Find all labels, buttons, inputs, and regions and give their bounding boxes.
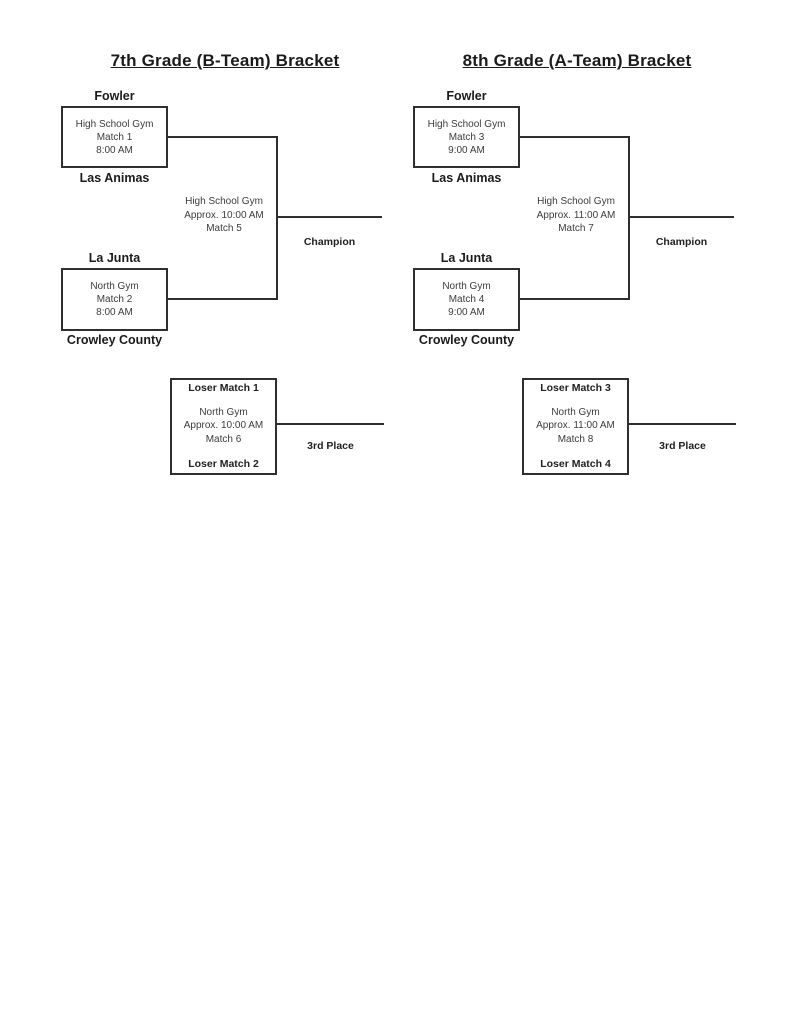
third-place-line	[277, 423, 384, 425]
third-place-details: North Gym Approx. 11:00 AM Match 8	[524, 406, 627, 447]
semifinal1-bottom-team: Las Animas	[431, 171, 502, 185]
semifinal2-match-number: Match 4	[448, 294, 485, 305]
connector-line-vertical	[276, 136, 278, 300]
final-match-number: Match 5	[206, 223, 242, 234]
semifinal2-bottom-team: Crowley County	[418, 333, 515, 347]
semifinal2-venue: North Gym	[90, 281, 139, 292]
semifinal1-venue: High School Gym	[75, 118, 154, 130]
final-match-details: High School Gym Approx. 10:00 AM Match 5	[158, 195, 290, 236]
semifinal1-time: 9:00 AM	[448, 144, 485, 156]
connector-line-vertical	[628, 136, 630, 300]
semifinal1-match-box: High School Gym Match 1 8:00 AM	[61, 106, 168, 168]
semifinal1-venue: High School Gym	[427, 118, 506, 130]
semifinal2-time: 9:00 AM	[448, 307, 485, 318]
final-venue: High School Gym	[537, 196, 615, 207]
third-place-top-seed: Loser Match 1	[188, 382, 259, 394]
semifinal2-match-box: North Gym Match 2 8:00 AM	[61, 268, 168, 331]
final-time: Approx. 11:00 AM	[536, 209, 616, 221]
third-place-match-box: Loser Match 1 North Gym Approx. 10:00 AM…	[170, 378, 277, 475]
champion-line	[276, 216, 382, 218]
third-place-bottom-seed: Loser Match 4	[540, 458, 611, 470]
third-place-venue: North Gym	[551, 406, 600, 418]
connector-line-bottom	[520, 298, 630, 300]
connector-line-top	[520, 136, 630, 138]
connector-line-bottom	[168, 298, 278, 300]
semifinal2-venue: North Gym	[442, 281, 491, 292]
semifinal2-bottom-team: Crowley County	[66, 333, 163, 347]
semifinal1-top-team: Fowler	[446, 89, 487, 103]
bracket-8th-grade-a-team: 8th Grade (A-Team) Bracket Fowler High S…	[352, 0, 752, 500]
semifinal1-top-team: Fowler	[94, 89, 135, 103]
semifinal1-match-number: Match 1	[96, 131, 133, 143]
semifinal1-match-number: Match 3	[448, 131, 485, 143]
third-place-bottom-seed: Loser Match 2	[188, 458, 259, 470]
champion-label: Champion	[655, 236, 708, 248]
semifinal2-time: 8:00 AM	[96, 307, 133, 318]
third-place-time: Approx. 11:00 AM	[536, 420, 615, 432]
semifinal2-match-box: North Gym Match 4 9:00 AM	[413, 268, 520, 331]
final-match-number: Match 7	[558, 223, 594, 234]
third-place-time: Approx. 10:00 AM	[183, 420, 264, 432]
third-place-venue: North Gym	[199, 406, 248, 418]
final-venue: High School Gym	[185, 196, 263, 207]
semifinal1-bottom-team: Las Animas	[79, 171, 150, 185]
semifinal1-match-box: High School Gym Match 3 9:00 AM	[413, 106, 520, 168]
semifinal2-match-number: Match 2	[96, 294, 133, 305]
third-place-match-box: Loser Match 3 North Gym Approx. 11:00 AM…	[522, 378, 629, 475]
third-place-top-seed: Loser Match 3	[540, 382, 611, 394]
third-place-match-number: Match 8	[557, 433, 594, 445]
third-place-match-number: Match 6	[205, 433, 242, 445]
semifinal1-time: 8:00 AM	[96, 144, 133, 156]
final-match-details: High School Gym Approx. 11:00 AM Match 7	[510, 195, 642, 236]
bracket-title: 7th Grade (B-Team) Bracket	[110, 51, 340, 70]
final-time: Approx. 10:00 AM	[184, 209, 264, 221]
third-place-line	[629, 423, 736, 425]
bracket-title: 8th Grade (A-Team) Bracket	[462, 51, 692, 70]
third-place-details: North Gym Approx. 10:00 AM Match 6	[172, 406, 275, 447]
champion-label: Champion	[303, 236, 356, 248]
third-place-label: 3rd Place	[659, 440, 706, 452]
semifinal2-top-team: La Junta	[88, 251, 141, 265]
connector-line-top	[168, 136, 278, 138]
third-place-label: 3rd Place	[307, 440, 354, 452]
semifinal2-top-team: La Junta	[440, 251, 493, 265]
champion-line	[628, 216, 734, 218]
bracket-7th-grade-b-team: 7th Grade (B-Team) Bracket Fowler High S…	[0, 0, 400, 500]
